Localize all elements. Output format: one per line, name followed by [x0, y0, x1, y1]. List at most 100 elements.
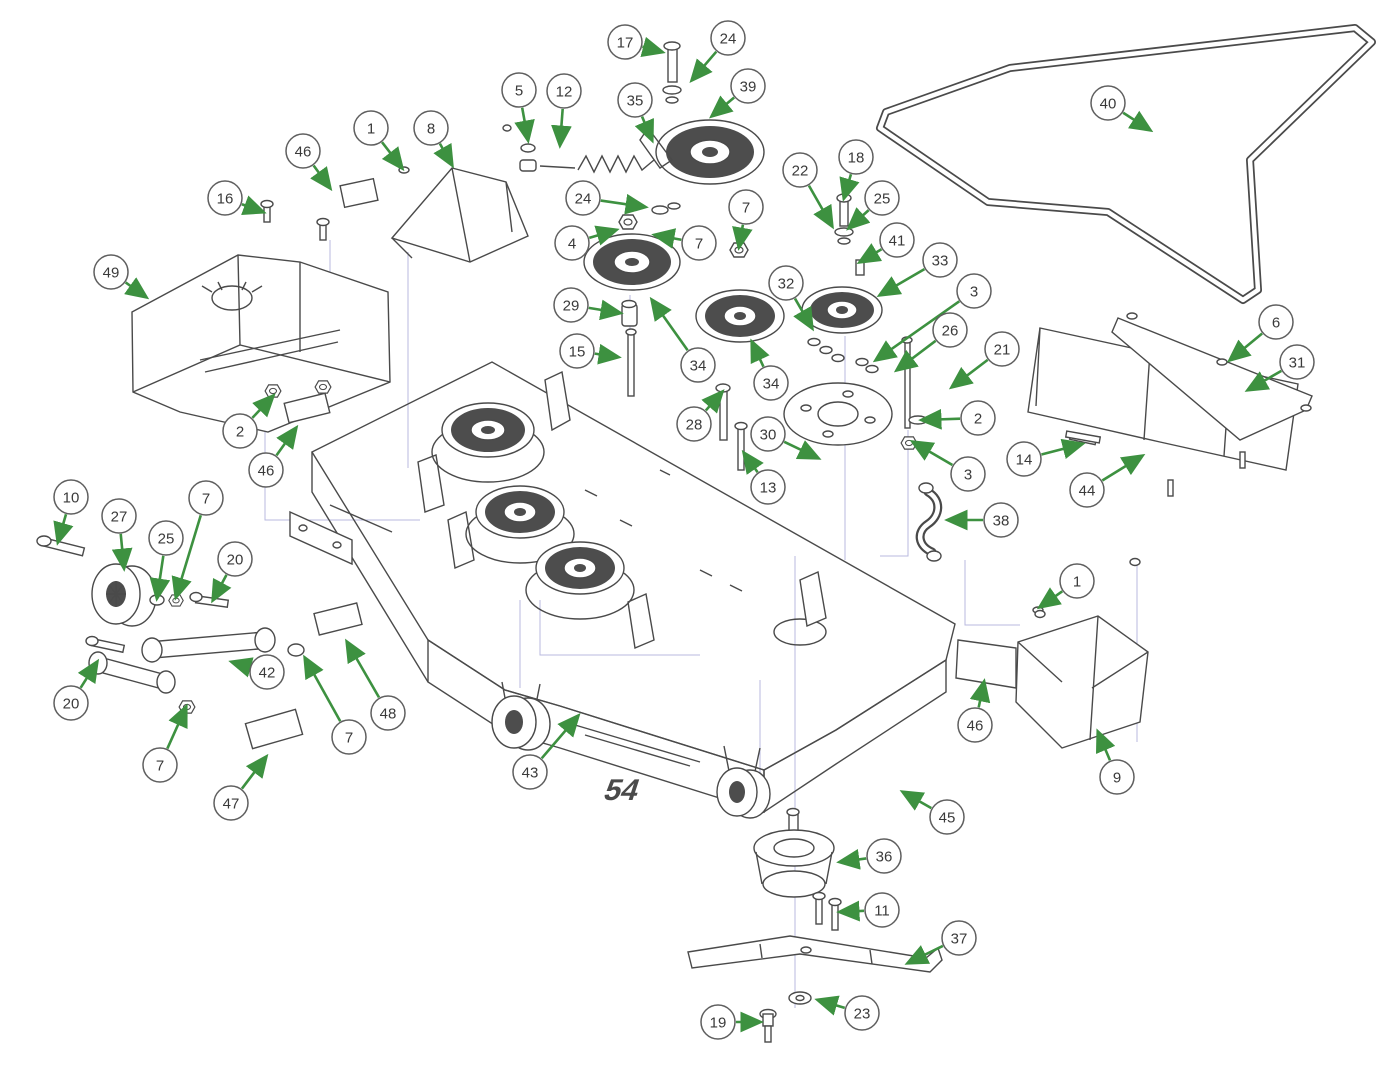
callout-number: 35 [627, 92, 644, 109]
bolt-17 [662, 41, 682, 104]
callout-number: 24 [575, 190, 592, 207]
callout-38: 38 [944, 502, 1019, 538]
chute-8 [339, 166, 529, 263]
callout-7: 7 [728, 189, 764, 251]
callout-number: 36 [876, 848, 893, 865]
leader-arrow [689, 50, 718, 83]
callout-balloon [957, 707, 993, 743]
callout-balloon [750, 416, 786, 452]
callout-number: 30 [760, 426, 777, 443]
callout-3: 3 [872, 273, 992, 363]
leader-arrow [551, 108, 572, 149]
callout-number: 13 [760, 479, 777, 496]
callout-28: 28 [676, 389, 725, 442]
callout-balloon [188, 480, 224, 516]
callout-24: 24 [689, 20, 746, 83]
callout-15: 15 [559, 333, 622, 369]
callout-24: 24 [565, 180, 649, 216]
callout-number: 27 [111, 508, 128, 525]
callout-37: 37 [904, 920, 977, 965]
spindle-plate-30 [783, 337, 893, 446]
callout-46: 46 [285, 133, 333, 192]
callout-balloon [53, 685, 89, 721]
callout-number: 46 [967, 717, 984, 734]
callout-2: 2 [918, 400, 996, 436]
callout-number: 7 [156, 757, 164, 774]
pulley-33 [801, 286, 883, 334]
callout-balloon [768, 265, 804, 301]
callout-number: 32 [778, 275, 795, 292]
leader-arrow [77, 658, 100, 689]
leader-arrow [1122, 110, 1154, 133]
callout-balloon [142, 747, 178, 783]
callout-balloon [844, 995, 880, 1031]
callout-41: 41 [856, 222, 915, 264]
callout-number: 48 [380, 705, 397, 722]
leader-arrow [634, 116, 654, 144]
front-wheel-left [491, 681, 551, 751]
callout-45: 45 [899, 790, 965, 835]
callout-number: 29 [563, 297, 580, 314]
callout-balloon [984, 331, 1020, 367]
callout-balloon [1069, 472, 1105, 508]
callout-number: 28 [686, 416, 703, 433]
leader-arrow [750, 338, 770, 368]
bolt-18-washers [834, 193, 865, 276]
leader-arrow [1041, 438, 1086, 459]
leader-arrow [124, 277, 150, 300]
callout-balloon [148, 520, 184, 556]
baffle-31 [1111, 317, 1313, 497]
leader-arrow [899, 790, 932, 811]
callout-balloon [413, 110, 449, 146]
callout-balloon [864, 180, 900, 216]
callout-46: 46 [248, 424, 299, 488]
callout-30: 30 [750, 416, 822, 460]
bolt-10 [36, 535, 86, 557]
bolt-20-upper [189, 591, 230, 608]
callout-number: 43 [522, 764, 539, 781]
leader-arrow [380, 141, 405, 172]
callout-25: 25 [148, 520, 184, 602]
callout-number: 19 [710, 1014, 727, 1031]
callout-number: 20 [227, 551, 244, 568]
leader-arrow [876, 267, 926, 297]
callout-25: 25 [846, 180, 900, 231]
callout-21: 21 [948, 331, 1020, 390]
callout-balloon [956, 273, 992, 309]
callout-17: 17 [607, 24, 666, 60]
bolt-19 [759, 1008, 777, 1043]
top-idler-pulley [639, 119, 765, 185]
callout-number: 4 [568, 235, 576, 252]
callout-number: 21 [994, 341, 1011, 358]
washer-25-nut-7-left [149, 594, 184, 607]
callout-balloon [285, 133, 321, 169]
leader-arrow [732, 224, 753, 251]
bolt-1-right [1034, 609, 1046, 619]
callout-balloon [710, 20, 746, 56]
leader-arrow [211, 574, 232, 604]
leader-arrow [846, 207, 871, 231]
callout-balloon [554, 225, 590, 261]
callout-balloon [782, 152, 818, 188]
callout-number: 25 [158, 530, 175, 547]
leader-arrow [783, 440, 822, 460]
leader-arrow [807, 184, 834, 230]
leader-arrow [918, 408, 961, 430]
callout-balloon [222, 413, 258, 449]
leader-arrow [433, 142, 454, 169]
bolt-28 [715, 383, 731, 441]
callout-balloon [559, 333, 595, 369]
callout-balloon [248, 452, 284, 488]
leader-arrow [814, 995, 846, 1016]
leader-arrow [1101, 453, 1146, 482]
callout-number: 17 [617, 34, 634, 51]
callout-32: 32 [768, 265, 814, 332]
callout-number: 22 [792, 162, 809, 179]
callout-3: 3 [909, 440, 986, 492]
spring-12 [502, 124, 655, 174]
callout-balloon [676, 406, 712, 442]
callout-number: 1 [1073, 573, 1081, 590]
callout-balloon [681, 225, 717, 261]
